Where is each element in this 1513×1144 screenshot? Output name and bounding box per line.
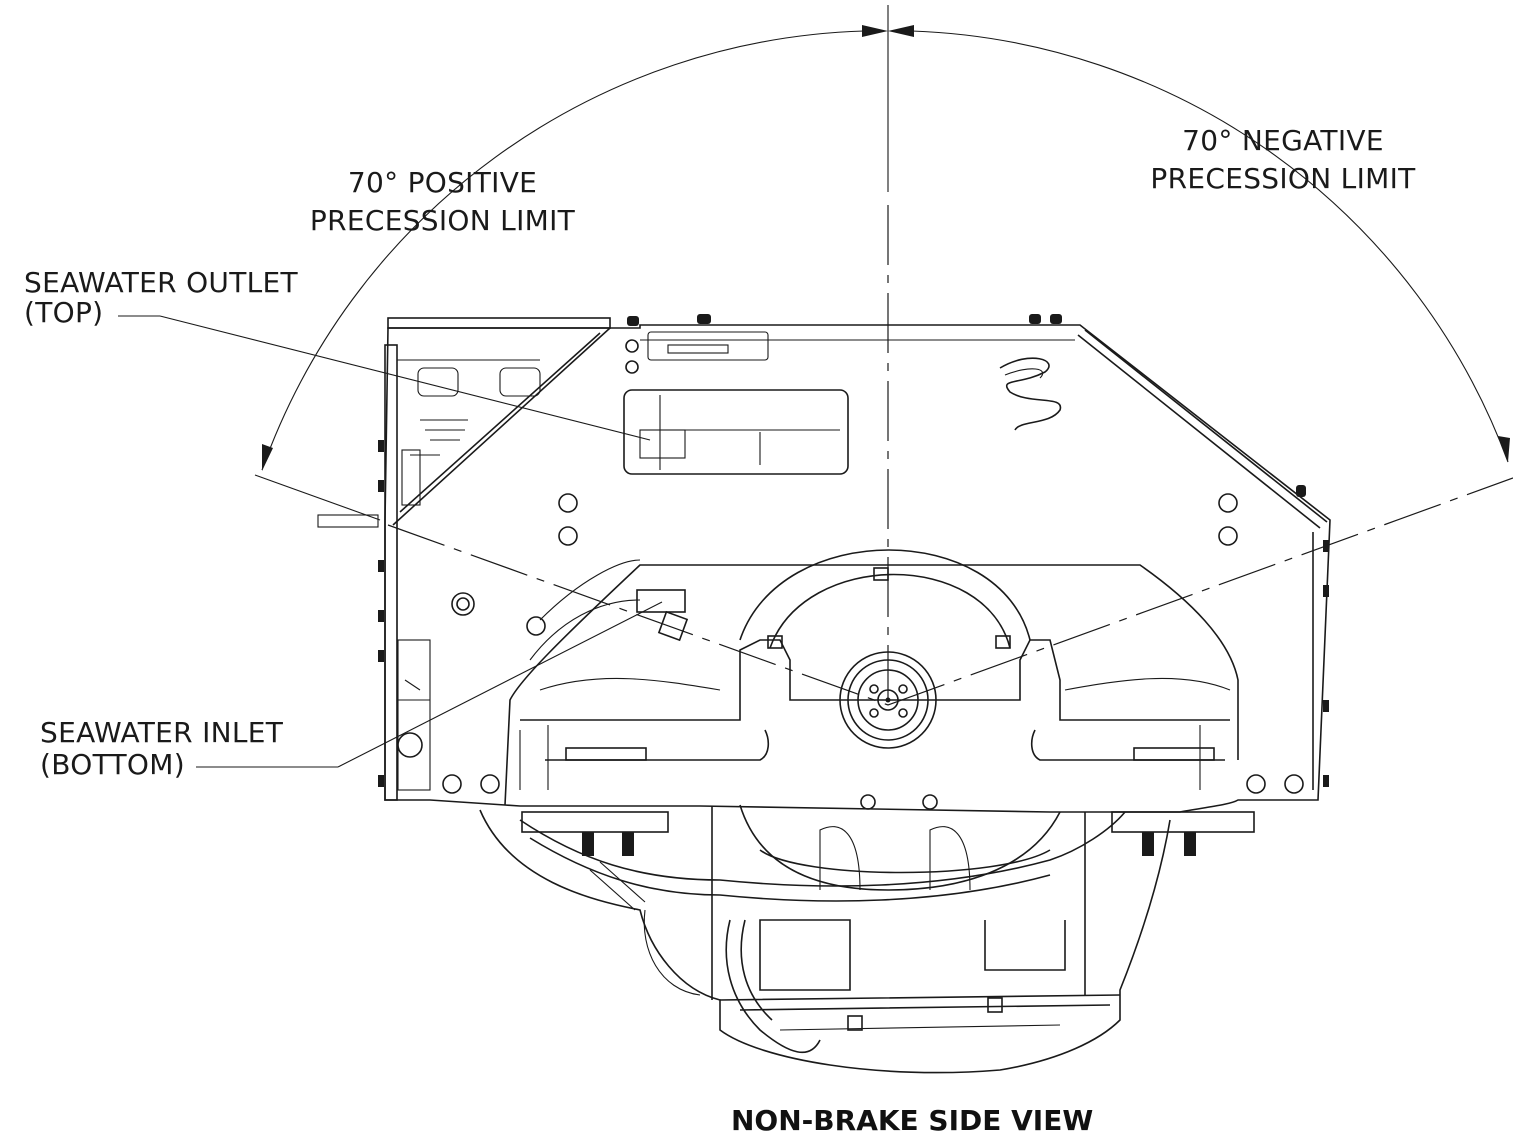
precession-arc bbox=[261, 25, 1510, 471]
limit-extension-lines bbox=[254, 474, 1513, 706]
rotor-housing bbox=[504, 549, 1239, 806]
seawater-inlet-line1: SEAWATER INLET bbox=[40, 716, 284, 749]
seawater-inlet-label: SEAWATER INLET (BOTTOM) bbox=[40, 714, 283, 784]
seawater-inlet-line2: (BOTTOM) bbox=[40, 748, 185, 781]
mounting-feet bbox=[521, 747, 1255, 856]
top-bolts bbox=[378, 314, 1329, 787]
leader-lines bbox=[118, 315, 663, 768]
negative-limit-line1: 70° NEGATIVE bbox=[1182, 124, 1384, 157]
brand-logo-graphic bbox=[999, 357, 1062, 431]
seawater-outlet-line2: (TOP) bbox=[24, 296, 104, 329]
positive-limit-label: 70° POSITIVE PRECESSION LIMIT bbox=[300, 164, 585, 240]
mounting-holes bbox=[442, 339, 1304, 810]
positive-limit-line1: 70° POSITIVE bbox=[347, 166, 538, 199]
seawater-outlet-label: SEAWATER OUTLET (TOP) bbox=[24, 264, 298, 332]
positive-limit-line2: PRECESSION LIMIT bbox=[309, 204, 576, 237]
negative-limit-line2: PRECESSION LIMIT bbox=[1150, 162, 1416, 195]
negative-limit-label: 70° NEGATIVE PRECESSION LIMIT bbox=[1138, 122, 1428, 198]
view-caption: NON-BRAKE SIDE VIEW bbox=[731, 1104, 1094, 1137]
lower-enclosure bbox=[479, 559, 1171, 1074]
gyro-frame bbox=[317, 317, 1331, 813]
seawater-outlet-line1: SEAWATER OUTLET bbox=[24, 266, 298, 299]
